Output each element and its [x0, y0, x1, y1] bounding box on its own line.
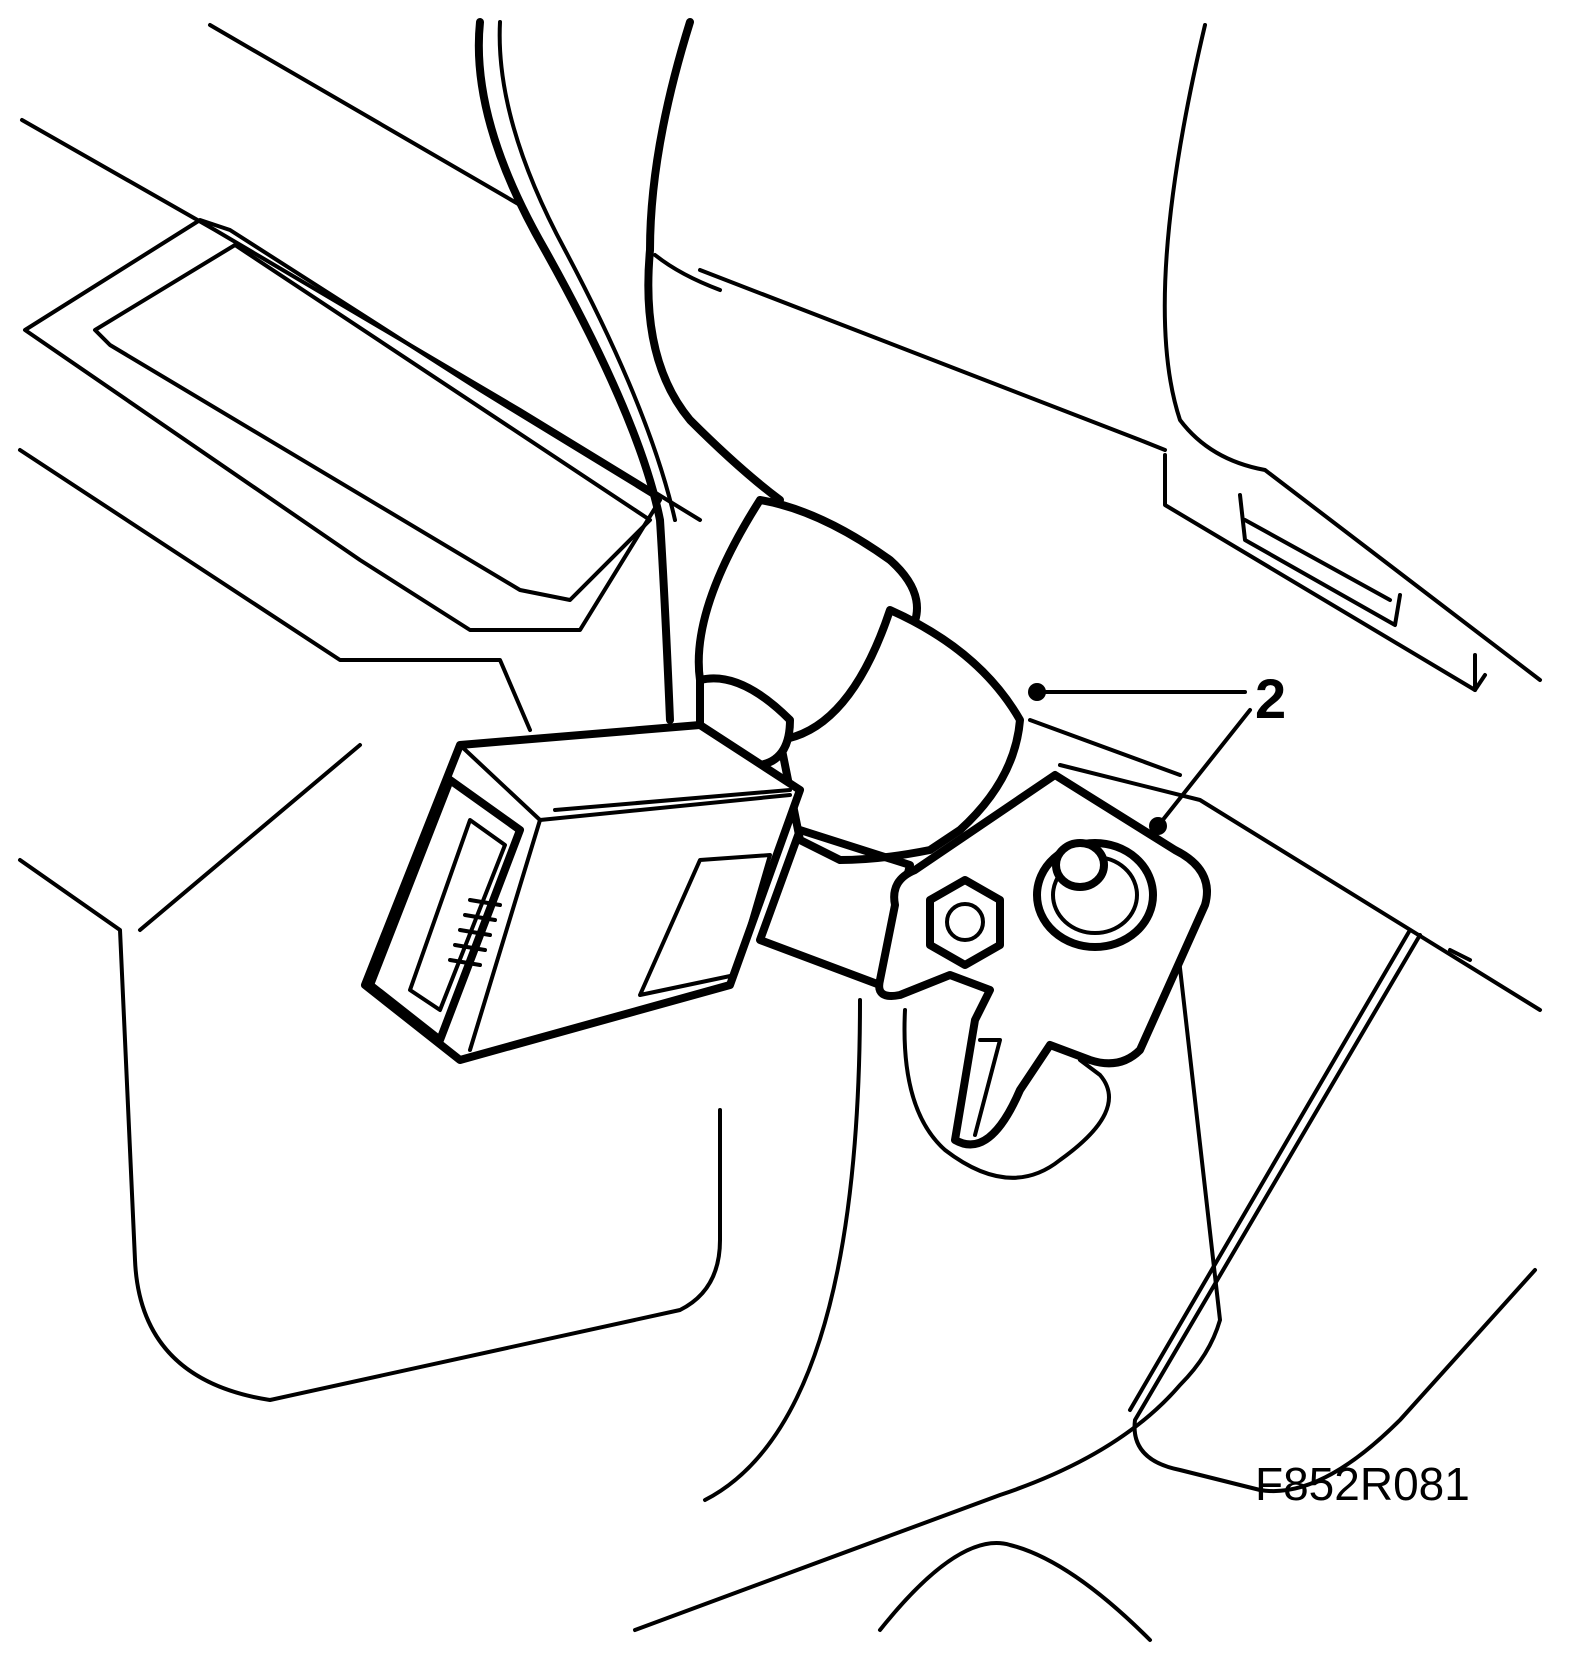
lower-floor-bump	[878, 1541, 1152, 1642]
anchor-hole-outline	[902, 1008, 1111, 1180]
belt-inner-edge	[497, 20, 677, 522]
callout-leaders	[1028, 683, 1252, 835]
seat-tray-inner	[93, 243, 652, 602]
bolt	[1033, 839, 1157, 951]
center-floor-curve	[703, 998, 862, 1502]
belt-right-edge	[644, 18, 784, 504]
anchor-plate-slot	[973, 1038, 1002, 1137]
right-floor-lines	[1132, 933, 1537, 1494]
lower-floor-edge	[633, 878, 1222, 1632]
floor-diagonal-line	[1058, 763, 1542, 1012]
floor-diagonal-line-2	[1028, 718, 1182, 777]
lower-left-panel	[18, 448, 532, 732]
seat-tray-outer	[23, 218, 662, 632]
buckle-grip-lines	[448, 898, 502, 967]
left-floor-panel	[18, 858, 722, 1402]
upper-edge-line	[208, 23, 522, 207]
figure-code: F852R081	[1255, 1458, 1470, 1510]
leader-line-lower	[1156, 708, 1252, 828]
seat-bracket-inner-2	[1243, 518, 1392, 602]
fasteners	[926, 839, 1157, 969]
hex-nut-shape	[926, 876, 1004, 969]
seat-and-floor-outlines	[18, 23, 1542, 1642]
right-floor-inner	[1128, 928, 1412, 1412]
buckle-slot-frame	[366, 776, 524, 1044]
buckle-release-button	[408, 818, 507, 1012]
callout-number: 2	[1255, 667, 1286, 730]
buckle-front-edge	[468, 818, 542, 1052]
buckle-side-window	[638, 853, 772, 997]
right-floor-panel	[1448, 948, 1472, 962]
seat-cushion-lower-edge	[698, 268, 1167, 452]
stalk-cable-cover	[776, 606, 1024, 864]
buckle-stalk	[694, 496, 1024, 989]
belt-left-edge	[474, 18, 674, 724]
buckle-ridge-line	[553, 788, 792, 812]
hex-nut-hole	[945, 902, 985, 942]
hex-nut	[926, 876, 1004, 969]
bolt-head	[1052, 839, 1108, 891]
buckle-housing	[361, 721, 804, 1064]
buckle-body	[361, 721, 804, 1064]
seat-bracket-outline	[1163, 453, 1487, 692]
belt-webbing	[474, 18, 784, 724]
right-seat-cushion	[1162, 23, 1542, 682]
left-diagonal-line	[138, 743, 362, 932]
belt-fold-line	[653, 253, 722, 292]
seat-bracket-inner	[1238, 493, 1402, 627]
